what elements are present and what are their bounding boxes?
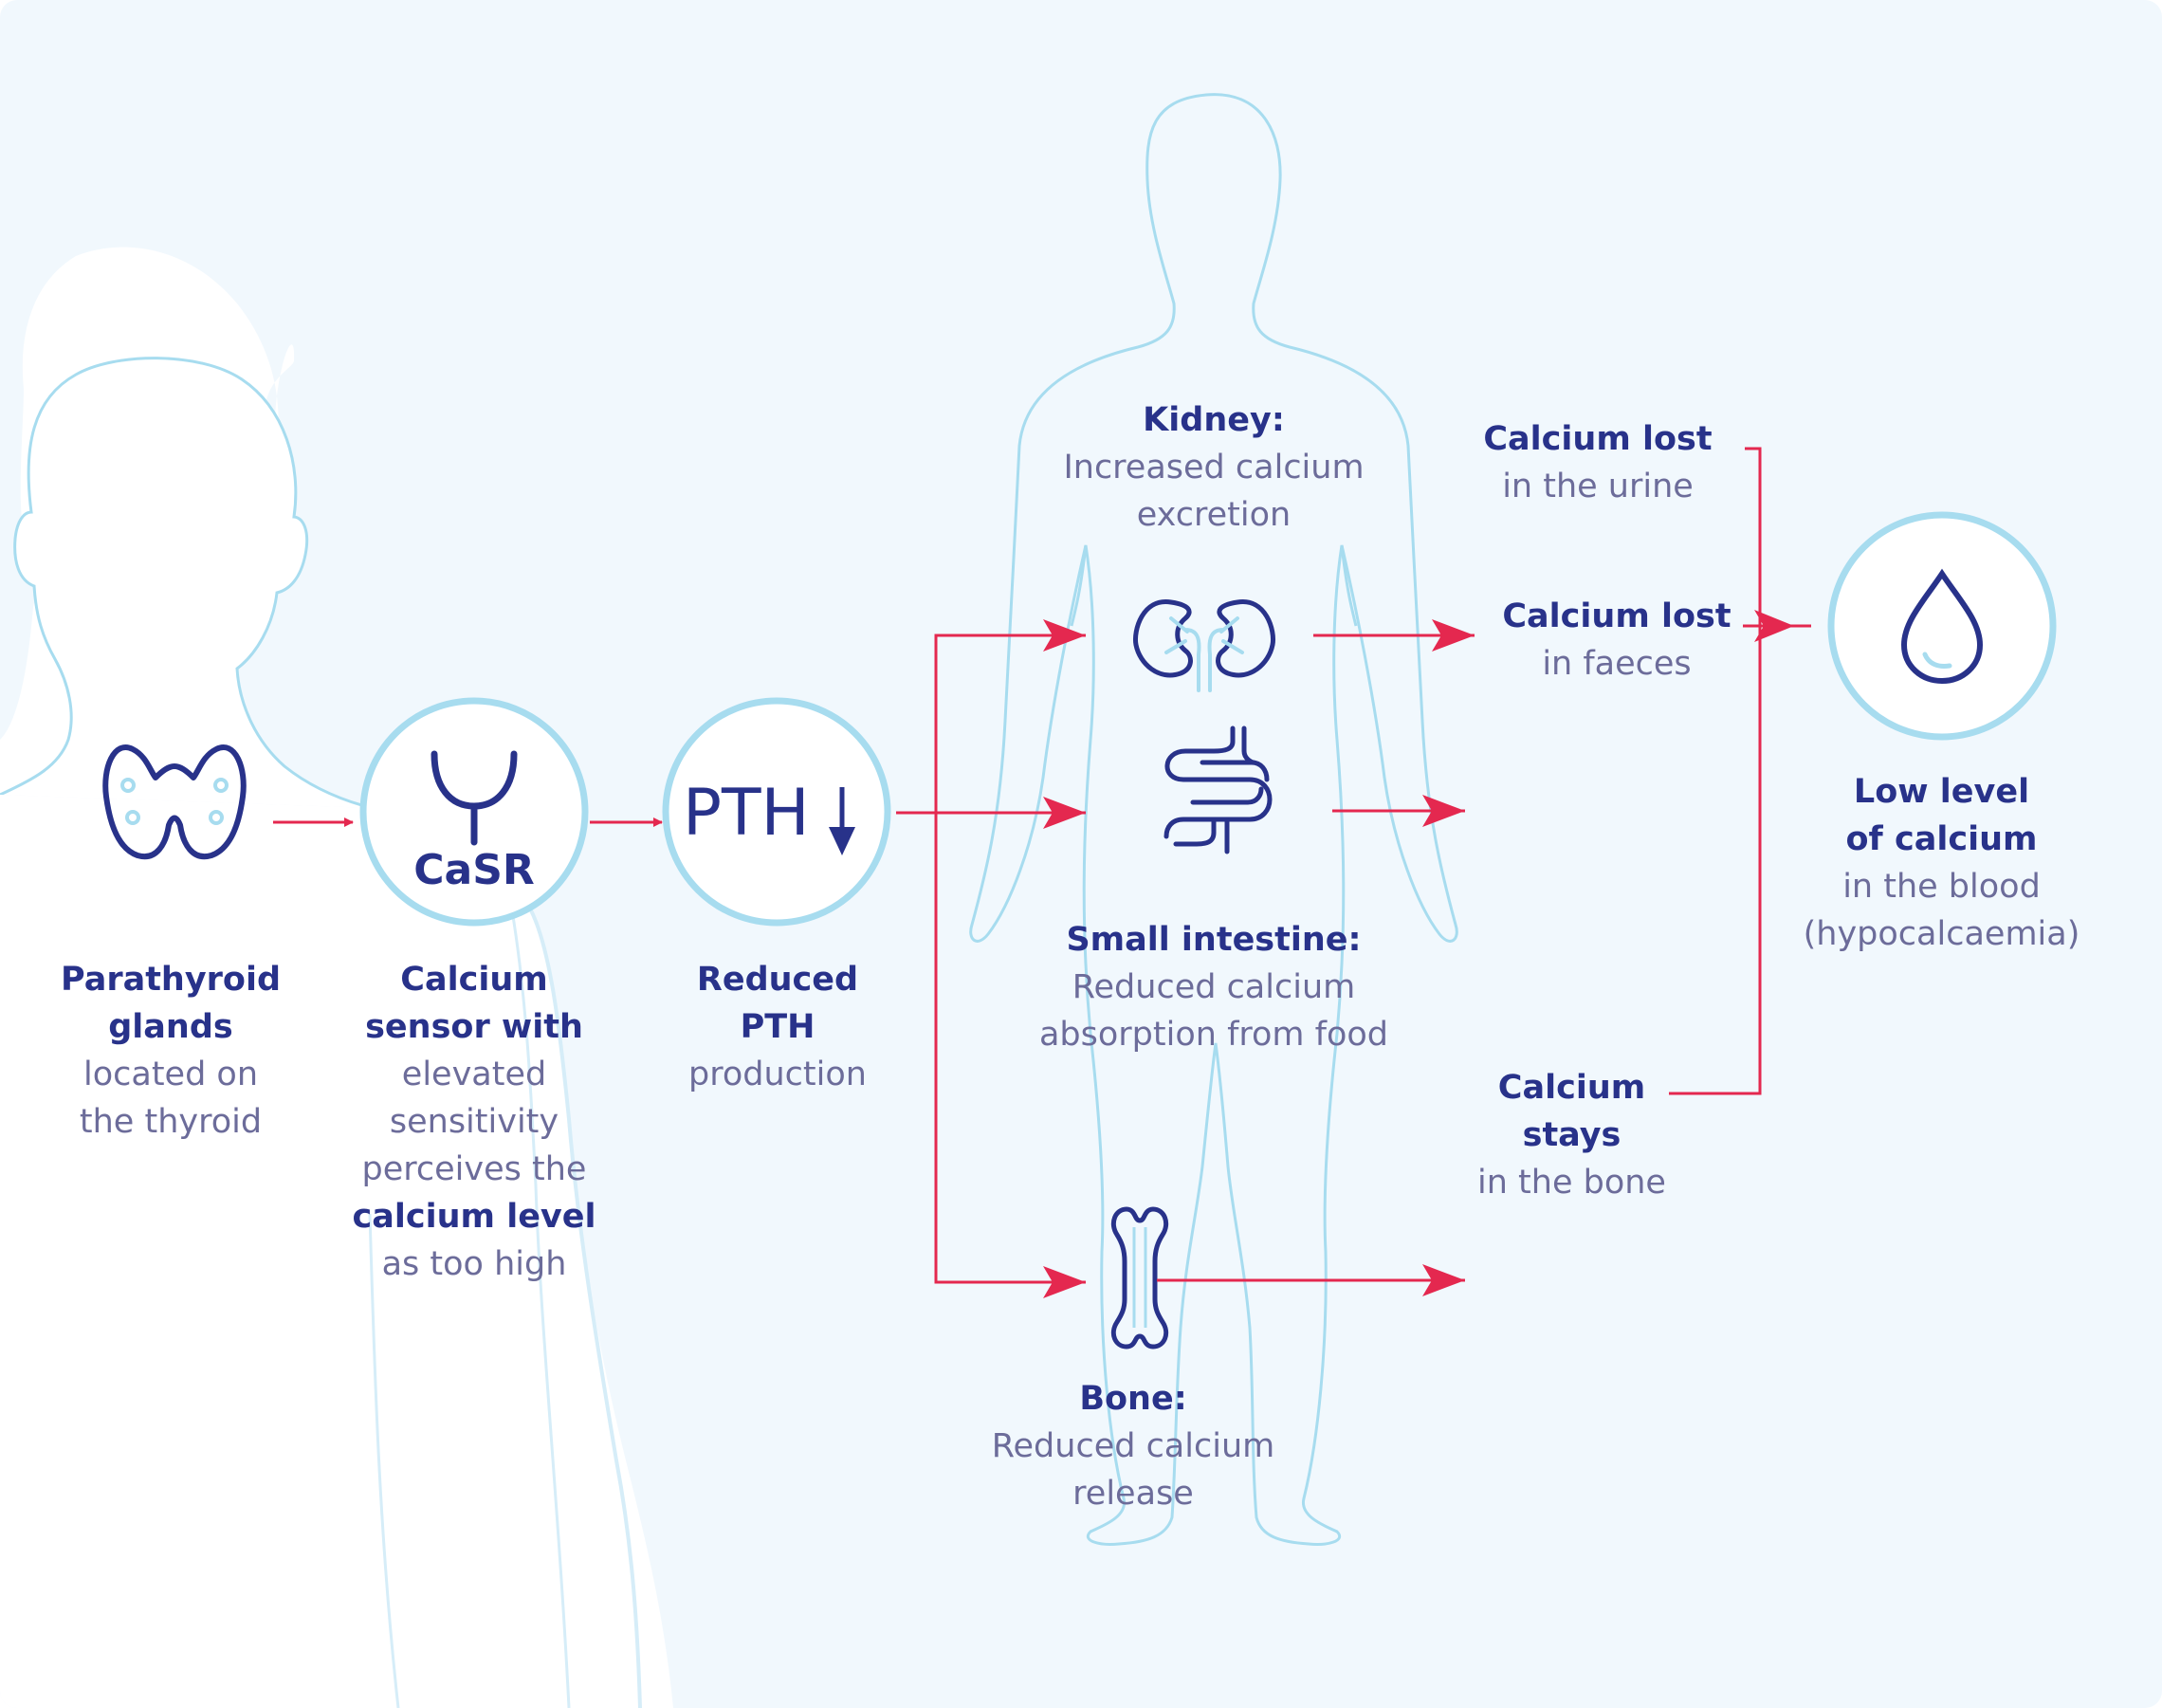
arrow-pth-branch-up [934,634,1086,813]
label-kidney: Kidney: Increased calcium excretion [1063,401,1365,534]
label-small-intestine: Small intestine: Reduced calcium absorpt… [1038,921,1389,1054]
pth-label: PTH [683,776,810,851]
flow-arrowheads [1043,610,1794,1298]
label-reduced-pth: Reduced PTH production [688,961,867,1093]
label-outcome-bone: Calcium stays in the bone [1477,1069,1666,1202]
label-outcome-blood: Low level of calcium in the blood (hypoc… [1803,773,2080,953]
arm-outline [368,909,571,1708]
thyroid-gland-icon [102,744,247,860]
pth-circle [662,697,891,927]
down-arrow-icon [829,787,855,855]
bracket-line [1669,447,1762,1095]
blood-drop-icon [1900,568,1984,685]
label-parathyroid: Parathyroid glands located on the thyroi… [60,961,282,1141]
label-bone: Bone: Reduced calcium release [991,1380,1275,1513]
label-outcome-urine: Calcium lost in the urine [1483,420,1713,505]
label-calcium-sensor: Calcium sensor with elevated sensitivity… [352,961,596,1283]
shoulder-silhouette [0,795,673,1708]
casr-label: CaSR [413,846,535,894]
label-outcome-faeces: Calcium lost in faeces [1502,597,1731,683]
kidneys-icon [1133,599,1275,692]
intestine-icon [1163,725,1273,854]
blood-circle [1827,511,2057,741]
bone-icon [1110,1206,1169,1350]
receptor-y-icon [431,750,518,846]
arrow-pth-branch-down [934,813,1086,1284]
head-outline-main [0,357,373,810]
body-inner-lines [1070,544,1358,627]
